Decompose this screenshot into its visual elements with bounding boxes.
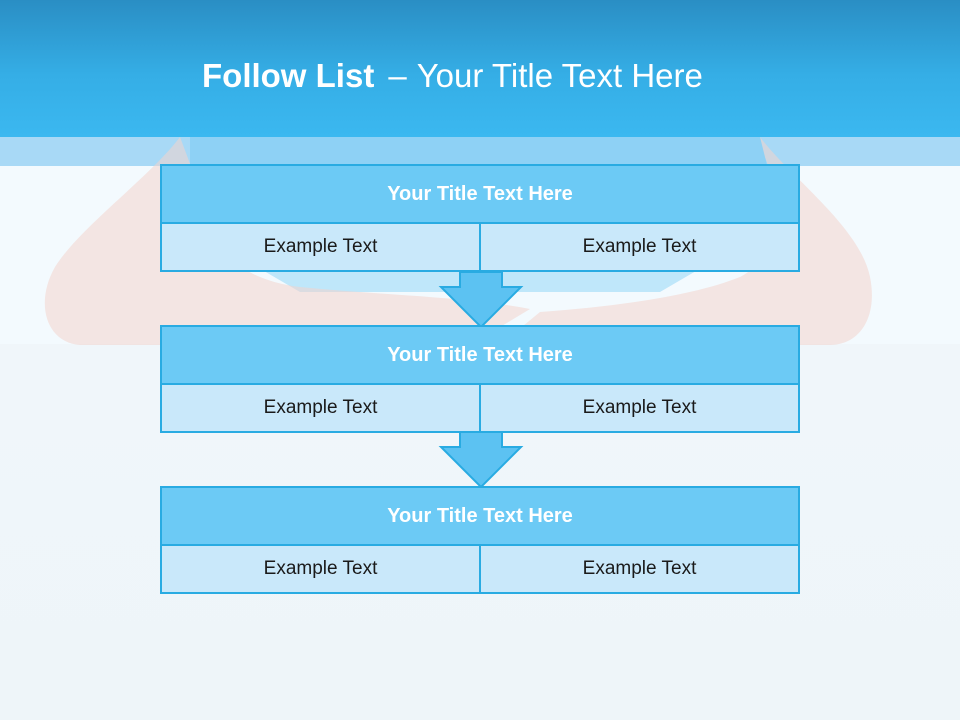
step-box-3-right-cell: Example Text xyxy=(479,546,798,592)
step-box-2-left-cell: Example Text xyxy=(263,397,378,418)
step-box-3-left-cell: Example Text xyxy=(263,558,378,579)
slide-title-dash: – xyxy=(388,57,407,94)
step-box-1-title: Your Title Text Here xyxy=(162,166,798,224)
step-box-3-row: Example Text Example Text xyxy=(162,546,798,592)
slide-title-rest: Your Title Text Here xyxy=(416,57,703,94)
slide-title: Follow List–Your Title Text Here xyxy=(202,52,703,100)
step-box-1-row: Example Text Example Text xyxy=(162,224,798,270)
step-box-3-title: Your Title Text Here xyxy=(162,488,798,546)
step-box-2: Your Title Text Here Example Text Exampl… xyxy=(160,325,800,433)
step-box-2-row: Example Text Example Text xyxy=(162,385,798,431)
down-arrow-icon xyxy=(438,431,524,489)
step-box-1-left-cell: Example Text xyxy=(263,236,378,257)
step-box-1-right-cell: Example Text xyxy=(479,224,798,270)
step-box-1: Your Title Text Here Example Text Exampl… xyxy=(160,164,800,272)
step-box-2-right-cell: Example Text xyxy=(479,385,798,431)
slide-title-bold: Follow List xyxy=(202,57,375,94)
step-box-2-title: Your Title Text Here xyxy=(162,327,798,385)
down-arrow-icon xyxy=(438,271,524,329)
step-box-3: Your Title Text Here Example Text Exampl… xyxy=(160,486,800,594)
header-band xyxy=(0,0,960,137)
